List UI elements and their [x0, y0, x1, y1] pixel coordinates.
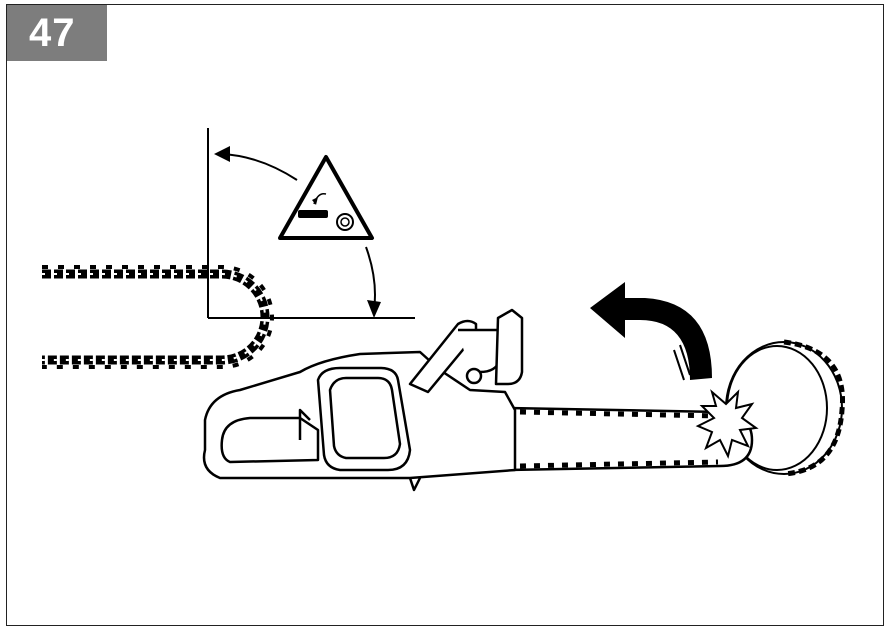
figure-number-badge: 47: [7, 5, 107, 61]
angle-arrowheads: [214, 146, 381, 318]
chain-loop-icon: [42, 265, 274, 369]
chainsaw-icon: [202, 308, 754, 492]
kickback-warning-icon: [278, 155, 374, 240]
impact-burst-icon: [695, 389, 759, 459]
kickback-arrow-icon: [590, 282, 712, 381]
figure-frame: [6, 4, 884, 626]
